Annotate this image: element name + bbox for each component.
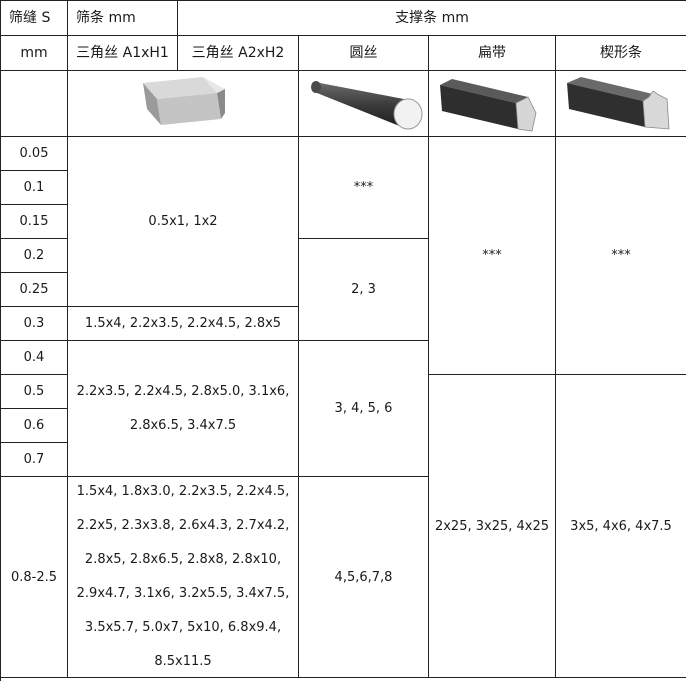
- flat-size-group-2: 2x25, 3x25, 4x25: [429, 375, 556, 678]
- slot-value: 0.15: [19, 214, 49, 229]
- flat-size-group-1: ***: [429, 137, 556, 375]
- round-size-group-3: 3, 4, 5, 6: [299, 341, 429, 477]
- slot-cell: 0.2: [1, 239, 68, 273]
- screen-size-group-3: 2.2x3.5, 2.2x4.5, 2.8x5.0, 3.1x6, 2.8x6.…: [68, 341, 299, 477]
- slot-cell: 0.1: [1, 171, 68, 205]
- round-wire-header: 圆丝: [299, 36, 429, 71]
- wedge-bar-icon: [567, 76, 670, 129]
- support-bar-header-label: 支撑条 mm: [395, 9, 469, 26]
- flat-size-text: ***: [482, 248, 502, 263]
- screen-size-line: 8.5x11.5: [154, 654, 212, 669]
- slot-value: 0.1: [23, 180, 45, 195]
- tri-a2h2-header: 三角丝 A2xH2: [178, 36, 299, 71]
- slot-cell: 0.4: [1, 341, 68, 375]
- flat-size-text: 2x25, 3x25, 4x25: [434, 518, 550, 534]
- screen-size-line: 1.5x4, 1.8x3.0, 2.2x3.5, 2.2x4.5,: [76, 484, 290, 499]
- round-size-group-4: 4,5,6,7,8: [299, 477, 429, 678]
- screen-size-text: 1.5x4, 2.2x3.5, 2.2x4.5, 2.8x5: [84, 316, 282, 331]
- screen-size-group-1: 0.5x1, 1x2: [68, 137, 299, 307]
- empty-image-cell: [1, 71, 68, 137]
- slot-value: 0.7: [23, 452, 45, 467]
- screen-size-line: 3.5x5.7, 5.0x7, 5x10, 6.8x9.4,: [84, 620, 282, 635]
- triangle-wire-image-cell: [68, 71, 299, 137]
- slot-unit-label: mm: [20, 44, 48, 61]
- screen-size-line: 2.2x3.5, 2.2x4.5, 2.8x5.0, 3.1x6,: [76, 383, 290, 399]
- support-bar-header: 支撑条 mm: [178, 1, 686, 36]
- round-size-text: 4,5,6,7,8: [334, 569, 393, 585]
- screen-size-group-4: 1.5x4, 1.8x3.0, 2.2x3.5, 2.2x4.5, 2.2x5,…: [68, 477, 299, 678]
- wedge-bar-image-cell: [556, 71, 686, 137]
- flat-bar-label: 扁带: [478, 44, 506, 61]
- flat-bar-header: 扁带: [429, 36, 556, 71]
- wedge-bar-header: 楔形条: [556, 36, 686, 71]
- slot-cell: 0.3: [1, 307, 68, 341]
- screen-bar-header: 筛条 mm: [68, 1, 178, 36]
- slot-cell: 0.15: [1, 205, 68, 239]
- round-size-text: ***: [353, 180, 374, 195]
- screen-size-line: 2.8x5, 2.8x6.5, 2.8x8, 2.8x10,: [84, 552, 282, 567]
- round-wire-label: 圆丝: [349, 44, 378, 61]
- screen-size-line: 2.9x4.7, 3.1x6, 3.2x5.5, 3.4x7.5,: [76, 586, 290, 601]
- tri-a1h1-header: 三角丝 A1xH1: [68, 36, 178, 71]
- slot-unit: mm: [1, 36, 68, 71]
- wedge-size-group-2: 3x5, 4x6, 4x7.5: [556, 375, 686, 678]
- slot-value: 0.6: [23, 418, 45, 433]
- slot-cell: 0.7: [1, 443, 68, 477]
- screen-size-line: 2.2x5, 2.3x3.8, 2.6x4.3, 2.7x4.2,: [76, 518, 290, 533]
- flat-bar-image-cell: [429, 71, 556, 137]
- wedge-size-text: 3x5, 4x6, 4x7.5: [570, 518, 672, 534]
- wedge-size-text: ***: [611, 248, 631, 263]
- slot-value: 0.2: [23, 248, 45, 263]
- round-wire-image-cell: [299, 71, 429, 137]
- round-size-group-2: 2, 3: [299, 239, 429, 341]
- slot-cell: 0.5: [1, 375, 68, 409]
- slot-header: 筛缝 S: [1, 1, 68, 36]
- slot-value: 0.25: [19, 282, 49, 297]
- round-size-group-1: ***: [299, 137, 429, 239]
- round-size-text: 3, 4, 5, 6: [334, 401, 393, 416]
- screen-size-line: 2.8x6.5, 3.4x7.5: [129, 417, 237, 433]
- screen-bar-header-label: 筛条 mm: [76, 9, 136, 26]
- slot-cell: 0.8-2.5: [1, 477, 68, 678]
- wedge-bar-label: 楔形条: [600, 44, 642, 61]
- screen-size-text: 0.5x1, 1x2: [148, 214, 218, 229]
- tri-a1h1-label: 三角丝 A1xH1: [76, 44, 169, 61]
- slot-value: 0.4: [23, 350, 45, 365]
- slot-cell: 0.05: [1, 137, 68, 171]
- slot-value: 0.05: [19, 146, 49, 161]
- slot-value: 0.8-2.5: [10, 569, 58, 585]
- slot-value: 0.3: [23, 316, 45, 331]
- round-size-text: 2, 3: [351, 282, 376, 297]
- flat-bar-icon: [440, 78, 537, 131]
- round-wire-icon: [310, 80, 422, 129]
- slot-value: 0.5: [23, 384, 45, 399]
- tri-a2h2-label: 三角丝 A2xH2: [191, 44, 285, 61]
- triangle-wire-icon: [143, 76, 225, 125]
- slot-cell: 0.6: [1, 409, 68, 443]
- slot-cell: 0.25: [1, 273, 68, 307]
- screen-size-group-2: 1.5x4, 2.2x3.5, 2.2x4.5, 2.8x5: [68, 307, 299, 341]
- wedge-size-group-1: ***: [556, 137, 686, 375]
- slot-header-label: 筛缝 S: [9, 9, 51, 26]
